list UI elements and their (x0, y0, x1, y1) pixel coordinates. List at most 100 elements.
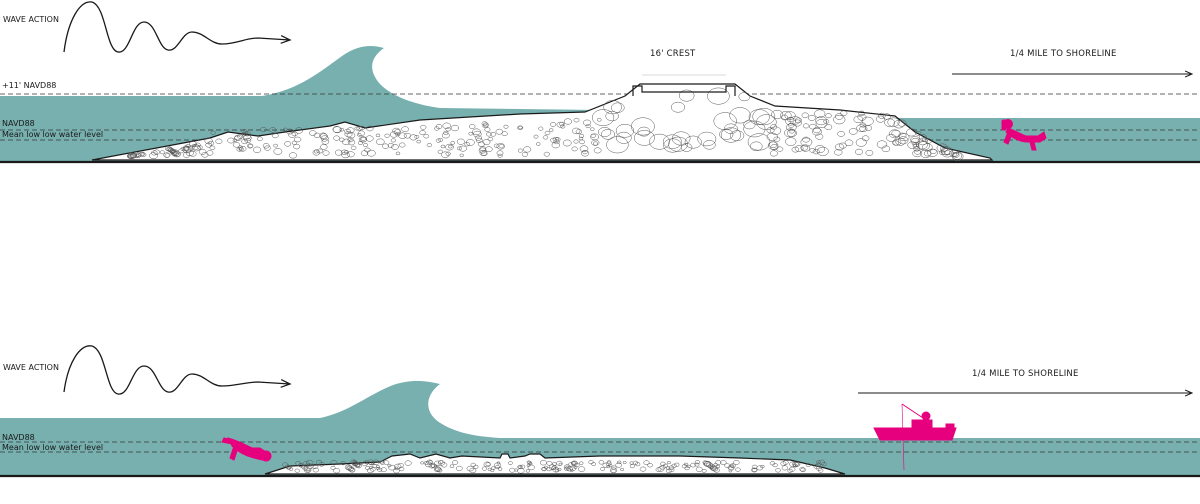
bottom-wave-action-label: WAVE ACTION (3, 363, 59, 372)
rock (271, 133, 279, 139)
rock (620, 467, 625, 472)
top-mllw-label: Mean low low water level (2, 130, 103, 139)
rock (383, 460, 390, 465)
rock (551, 466, 556, 470)
rock (573, 139, 579, 144)
rock (291, 140, 298, 145)
rock (442, 122, 451, 129)
rock (802, 123, 810, 129)
rock (273, 143, 278, 148)
rock (719, 129, 734, 140)
rock (503, 124, 509, 129)
rock (303, 467, 312, 473)
rock (887, 117, 900, 127)
rock (544, 130, 551, 136)
rock (482, 123, 489, 129)
rock (357, 133, 362, 137)
bottom-shoreline-label: 1/4 MILE TO SHORELINE (972, 369, 1079, 379)
rock (273, 148, 283, 155)
rock (426, 143, 433, 148)
rock (387, 464, 392, 468)
rock (668, 465, 675, 470)
rock (556, 121, 565, 128)
rock (185, 144, 191, 149)
rock (533, 134, 539, 139)
rock (787, 468, 793, 473)
rock (517, 125, 524, 131)
rock (457, 146, 462, 151)
rock (468, 131, 473, 136)
rock (494, 462, 502, 469)
rock (445, 143, 454, 151)
rock (394, 463, 402, 470)
rock (237, 134, 244, 139)
rock (674, 462, 680, 467)
rock (598, 460, 605, 465)
rock (912, 143, 920, 149)
rock (665, 466, 671, 470)
rock (497, 467, 503, 471)
rock (490, 132, 497, 137)
rock (293, 136, 302, 143)
rock (347, 137, 354, 143)
rock (322, 150, 330, 156)
rock (333, 135, 340, 141)
rock (360, 136, 368, 143)
rock (857, 113, 867, 121)
rock (269, 127, 277, 133)
rock (548, 128, 554, 132)
rock (159, 150, 165, 155)
rock (709, 465, 714, 469)
rock (450, 124, 459, 132)
rock (554, 468, 560, 473)
rock (897, 119, 907, 127)
rock (949, 149, 959, 158)
rock (182, 152, 191, 158)
rock (414, 134, 420, 139)
rock (390, 138, 396, 143)
rock (294, 127, 304, 134)
rock (127, 152, 135, 159)
rock (573, 117, 580, 123)
rock (346, 132, 356, 139)
rock (486, 132, 492, 137)
rock (339, 127, 344, 132)
rock (608, 464, 613, 468)
rock (358, 141, 363, 145)
rock (814, 145, 826, 154)
rock (601, 129, 615, 140)
rock (573, 462, 580, 468)
rock (420, 124, 427, 130)
rock (786, 123, 797, 132)
rock (788, 128, 795, 134)
rock (430, 463, 436, 468)
rock (878, 112, 886, 119)
rock (473, 130, 482, 138)
rock (720, 460, 727, 465)
rock (683, 462, 689, 467)
rock (398, 466, 405, 472)
rock (550, 122, 557, 127)
rock (375, 133, 381, 138)
rock (668, 467, 675, 473)
rock (743, 120, 766, 138)
rock (419, 130, 426, 136)
rock (655, 467, 662, 472)
rock (319, 132, 328, 139)
rock (592, 141, 599, 146)
rock (552, 136, 560, 142)
rock (814, 109, 826, 119)
rock (573, 466, 578, 469)
rock (606, 136, 629, 154)
rock (366, 149, 376, 157)
rock (288, 131, 297, 138)
rock (253, 146, 262, 153)
rock (684, 466, 690, 471)
rock (815, 116, 828, 126)
rock (583, 119, 592, 126)
rock (579, 139, 585, 145)
rock (485, 146, 493, 153)
rock (941, 147, 951, 156)
rock (572, 127, 581, 135)
rock (606, 464, 611, 469)
